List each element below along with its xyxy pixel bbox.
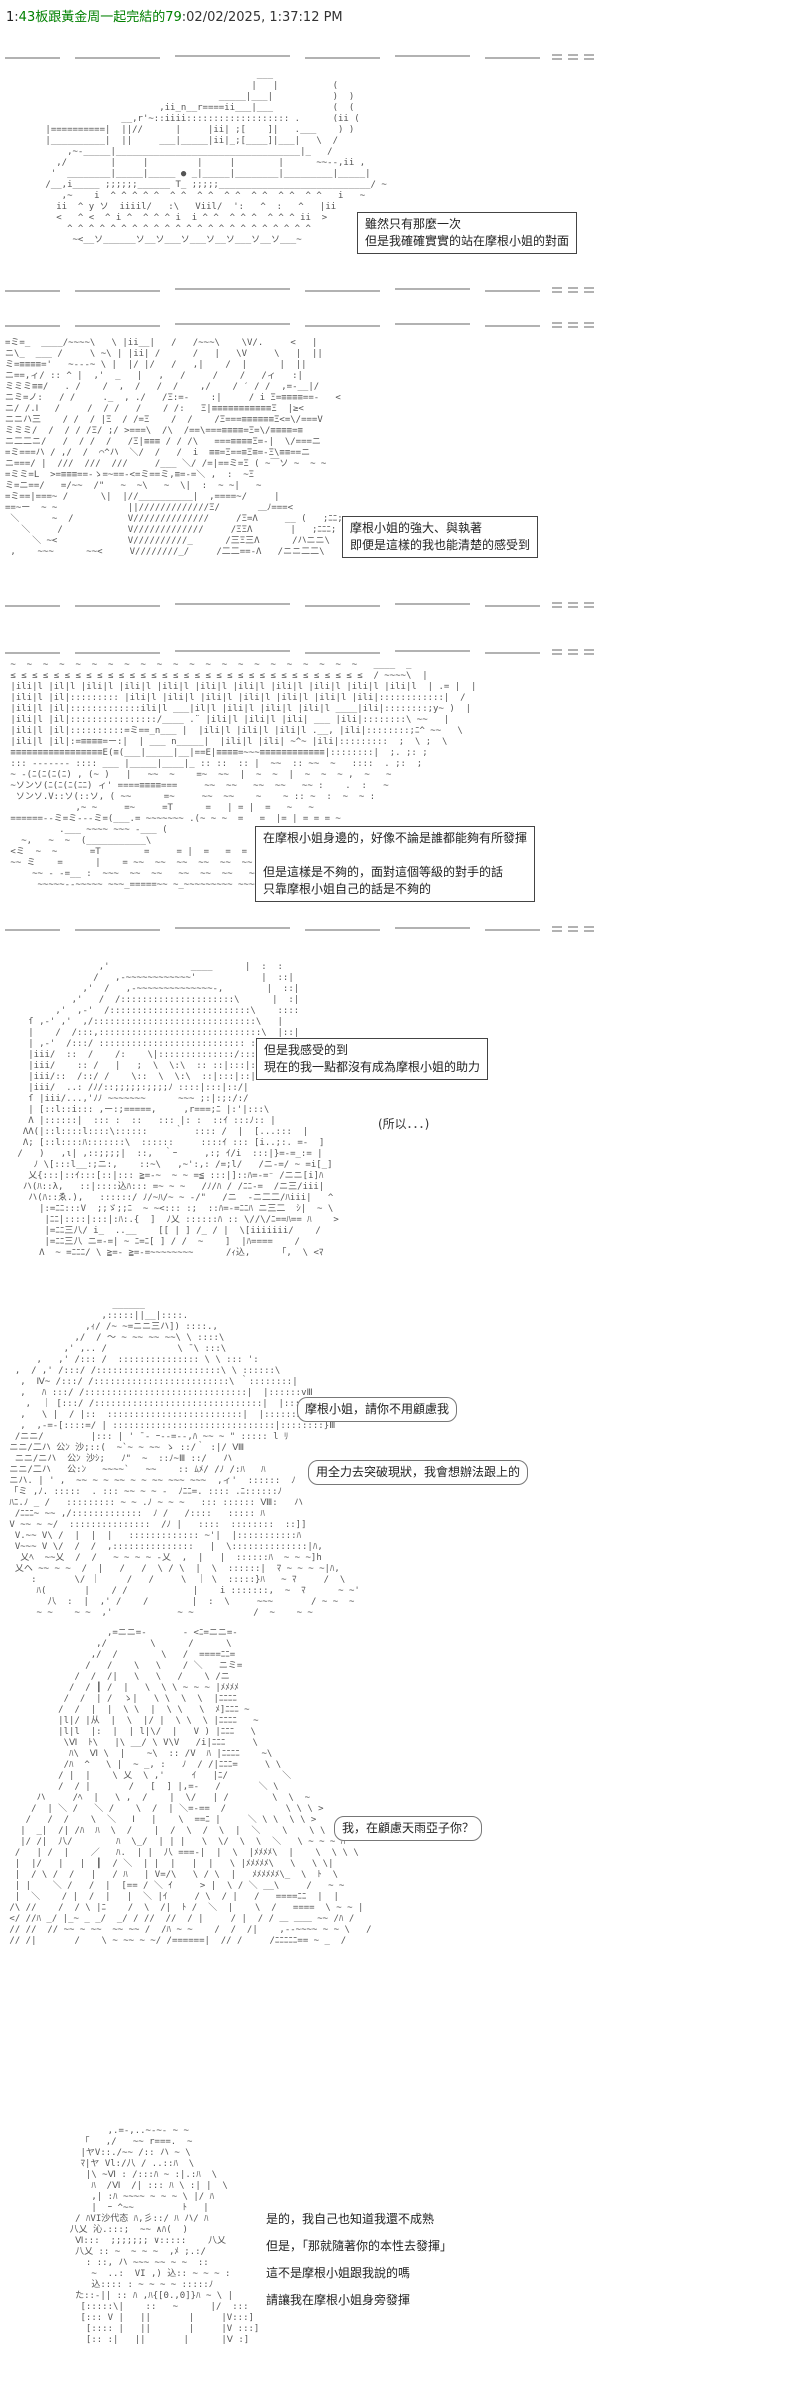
- speech-bubble-3: 我，在顧慮天雨亞子你？: [334, 1816, 483, 1841]
- speech-bubble-1: 摩根小姐，請你不用顧慮我: [297, 1397, 458, 1422]
- inner-thought-note: (所以．．．): [378, 1117, 430, 1131]
- character-ascii-art-3: ,.=-,..~-~- ~ ~ 「 ,/ ~~ r===. ~ |ヤV::./~…: [69, 2126, 260, 2345]
- character-ascii-art-1: ,' ____ | : : / ,-~~~~~~~~~~~~' | ::| ,'…: [17, 962, 339, 1258]
- panel-divider: [0, 50, 600, 64]
- post-timestamp: 02/02/2025, 1:37:12 PM: [186, 10, 343, 25]
- post-number: 1: [6, 10, 15, 25]
- army-ascii-art: ~ ~ ~ ~ ~ ~ ~ ~ ~ ~ ~ ~ ~ ~ ~ ~ ~ ~ ~ ~ …: [10, 660, 477, 890]
- tank-ascii-art: ___ | | ( _____|___| ) ) ,ii_n__r====ii_…: [45, 70, 387, 245]
- panel-divider: [0, 645, 600, 659]
- caption-box-4: 但是我感受的到 現在的我一點都沒有成為摩根小姐的助力: [256, 1038, 489, 1080]
- caption-box-2: 摩根小姐的強大、與執著 即便是這樣的我也能清楚的感受到: [342, 516, 539, 558]
- morgan-back-ascii-art: ,=ニニ=- ￣ - <ﾆ=ニニ=- ,/ \ / \ ,/ / \ / ===…: [9, 1628, 372, 1946]
- character-ascii-art-2: ______ ,:::::||__|::::. ,ｨ/ /~ ~=ニニ三ハ]) …: [9, 1300, 360, 1618]
- panel-divider: [0, 598, 600, 612]
- caption-box-3: 在摩根小姐身邊的，好像不論是誰都能夠有所發揮 但是這樣是不夠的，面對這個等級的對…: [255, 826, 536, 902]
- caption-box-1: 雖然只有那麼一次 但是我確確實實的站在摩根小姐的對面: [357, 212, 578, 254]
- closing-dialogue: 是的，我自己也知道我還不成熟 但是，「那就隨著你的本性去發揮」 這不是摩根小姐跟…: [266, 2212, 453, 2307]
- morgan-ascii-art: =ミ=_ ____/~~~~\ \ |ii__| / /~~~\ \V/. < …: [5, 338, 343, 557]
- panel-divider: [0, 318, 600, 332]
- post-title[interactable]: 43板跟黃金周一起完結的79: [18, 10, 182, 25]
- post-header: 1:43板跟黃金周一起完結的79:02/02/2025, 1:37:12 PM: [6, 10, 343, 25]
- panel-divider: [0, 922, 600, 936]
- panel-divider: [0, 283, 600, 297]
- speech-bubble-2: 用全力去突破現狀，我會想辦法跟上的: [308, 1460, 529, 1485]
